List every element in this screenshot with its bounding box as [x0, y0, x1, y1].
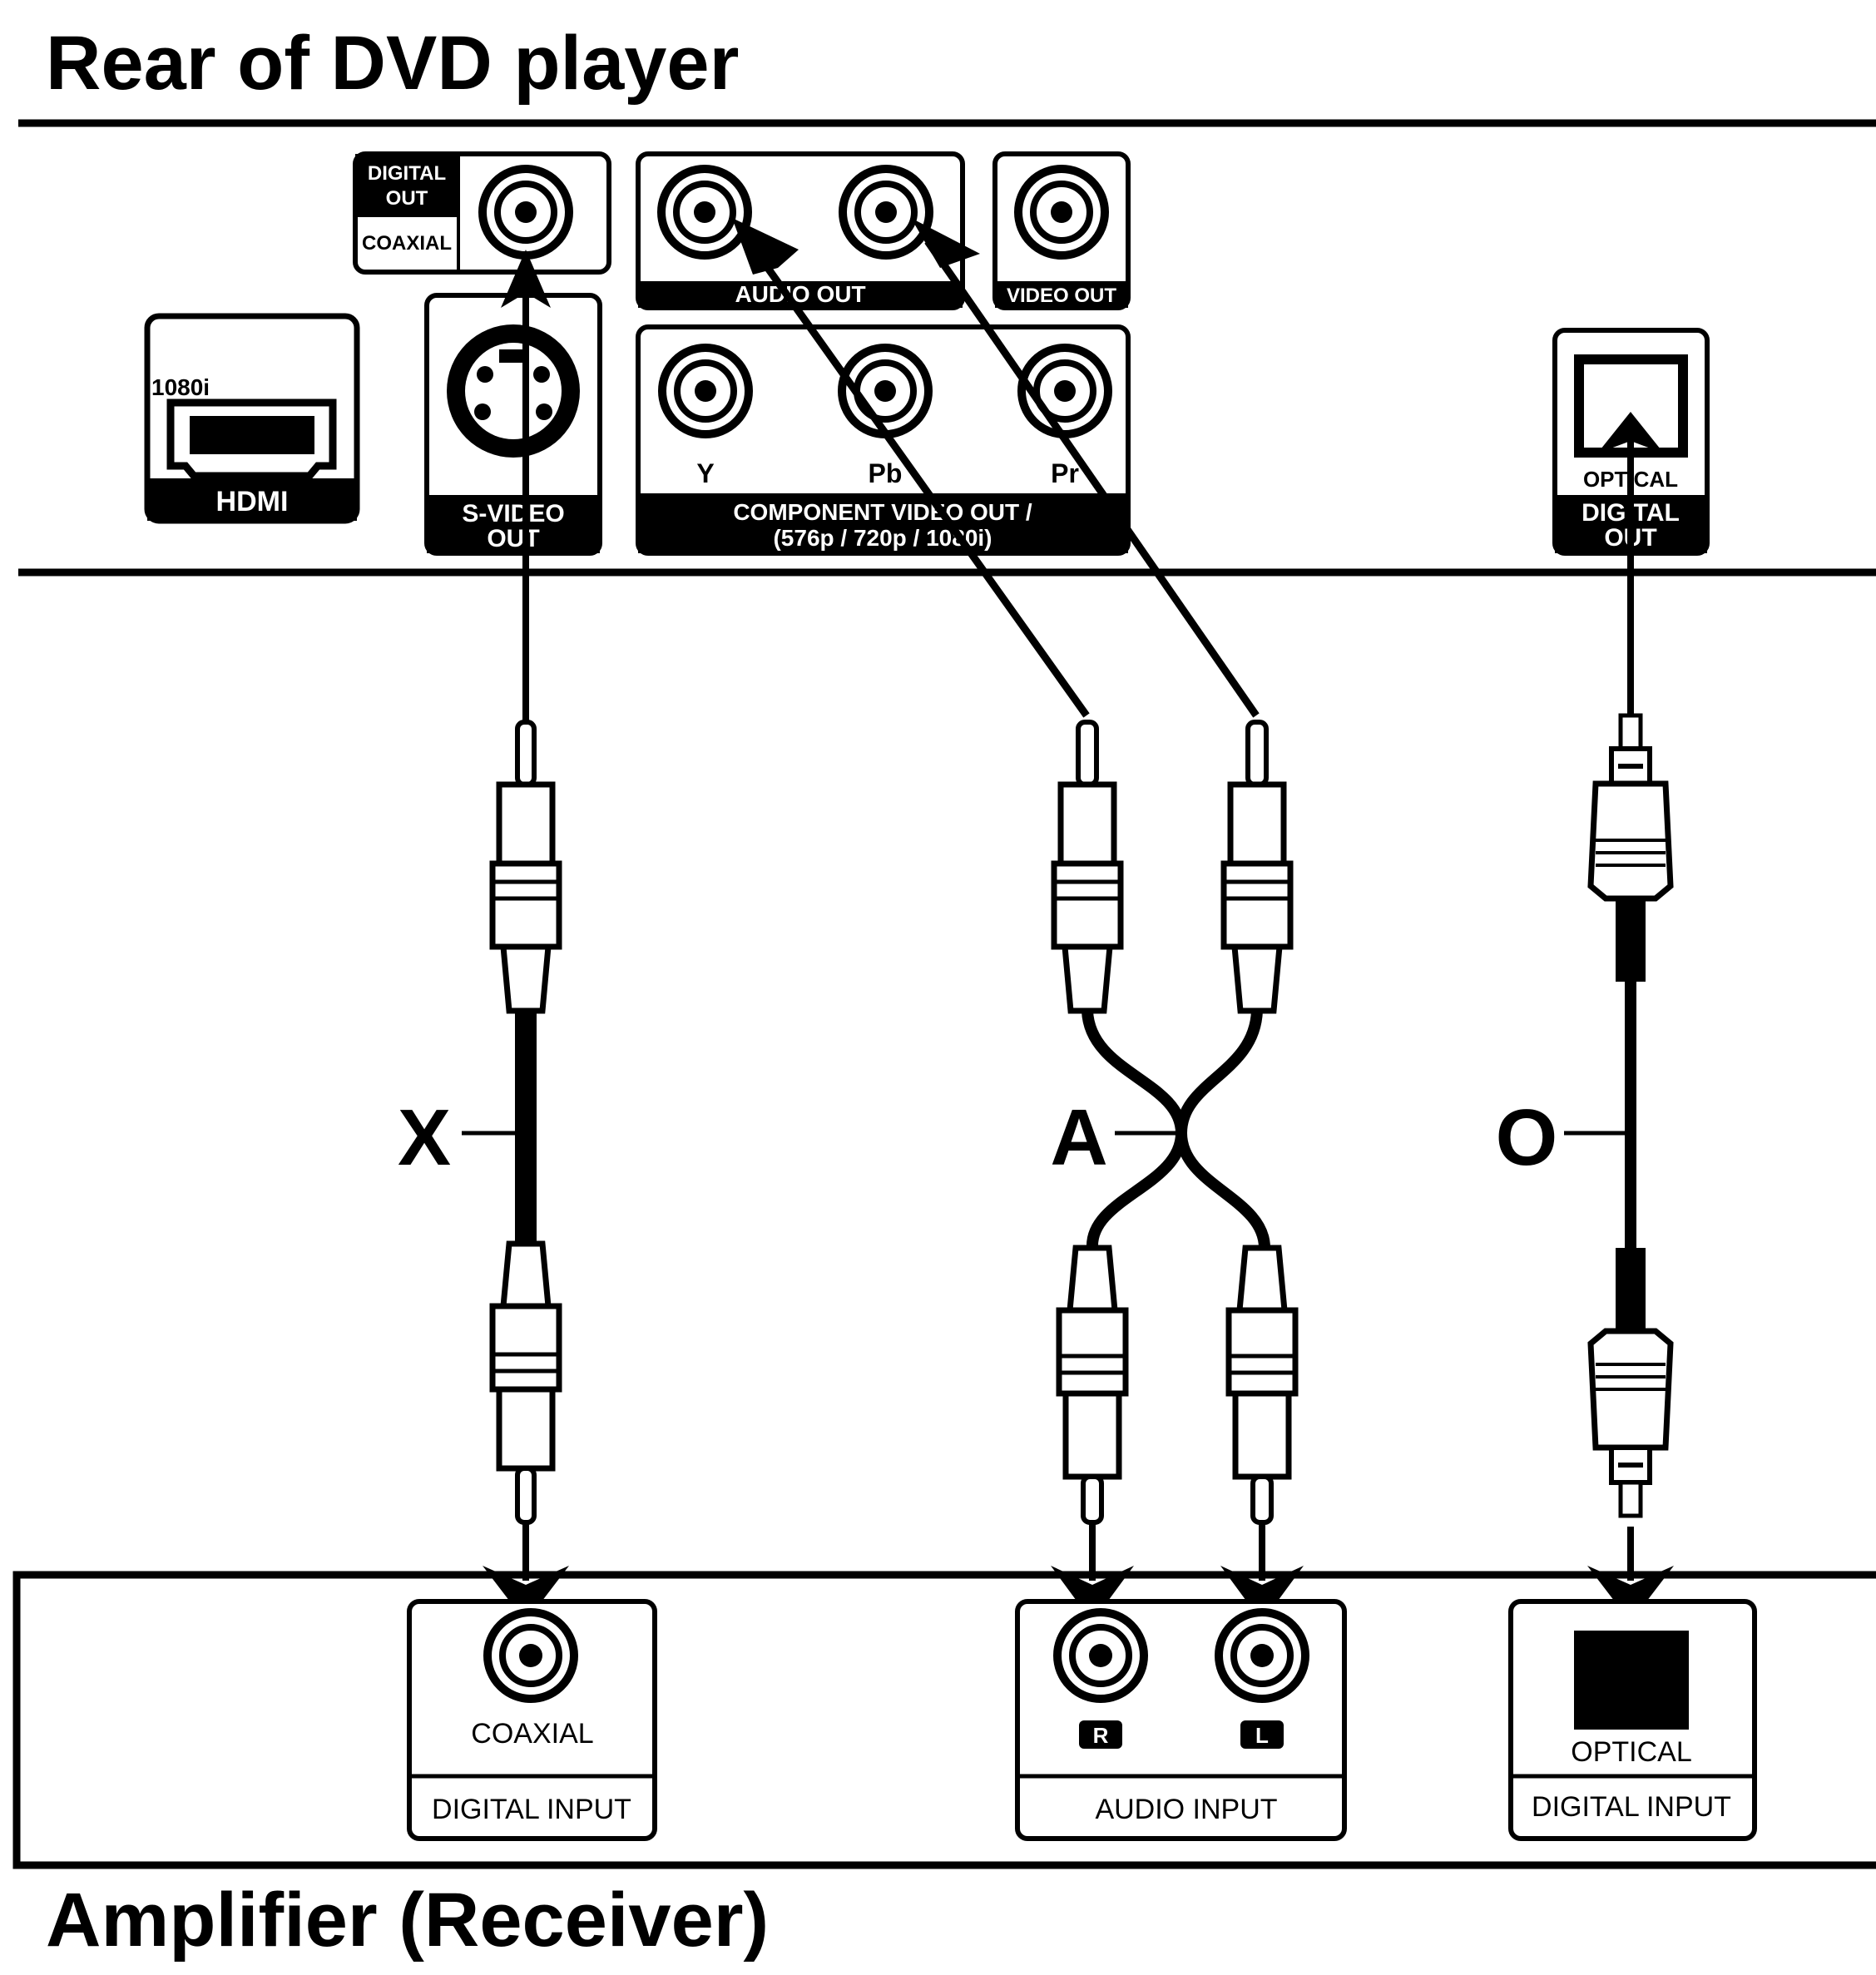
svideo-label-line2: OUT [487, 525, 539, 552]
amplifier-title: Amplifier (Receiver) [46, 1878, 770, 1963]
amp-optical-section-label: DIGITAL INPUT [1532, 1791, 1731, 1823]
amp-optical-input: OPTICAL DIGITAL INPUT [1508, 1599, 1757, 1841]
amp-audio-section-label: AUDIO INPUT [1095, 1794, 1277, 1825]
video-out-label: VIDEO OUT [1007, 285, 1116, 307]
amp-audio-r-label: R [1093, 1723, 1109, 1748]
svideo-label-line1: S-VIDEO [462, 500, 564, 527]
component-video-port: Y Pb Pr COMPONENT VIDEO OUT / (576p / 72… [636, 324, 1131, 556]
cable-o-label: O [1496, 1093, 1558, 1182]
amplifier-panel [12, 1571, 1876, 1869]
dvd-rear-title: Rear of DVD player [46, 21, 740, 106]
component-pb-label: Pb [869, 458, 903, 488]
video-out-port: VIDEO OUT [992, 151, 1131, 310]
coaxial-cable: X [398, 250, 569, 1622]
amp-audio-input: R L AUDIO INPUT [1015, 1599, 1347, 1841]
hdmi-label: HDMI [216, 486, 289, 517]
amp-coaxial-input: COAXIAL DIGITAL INPUT [407, 1599, 657, 1841]
digital-out-label-line2: OUT [386, 187, 428, 210]
component-label-line1: COMPONENT VIDEO OUT / [733, 499, 1032, 525]
component-y-label: Y [696, 458, 714, 488]
amp-audio-l-label: L [1255, 1723, 1269, 1748]
coaxial-out-label: COAXIAL [362, 232, 452, 255]
amp-optical-label: OPTICAL [1571, 1736, 1691, 1768]
hdmi-resolution-label: 1080i [151, 374, 210, 400]
amp-coaxial-section-label: DIGITAL INPUT [432, 1794, 631, 1825]
optical-cable: O [1496, 412, 1674, 1622]
digital-out-coaxial-port: DIGITAL OUT COAXIAL [353, 151, 611, 275]
audio-cable: A [732, 218, 1304, 1622]
component-pr-label: Pr [1051, 458, 1079, 488]
cable-x-label: X [398, 1093, 451, 1182]
svideo-out-port: S-VIDEO OUT [424, 293, 602, 556]
audio-out-label: AUDIO OUT [735, 281, 865, 307]
digital-out-label-line1: DIGITAL [368, 162, 446, 185]
cable-a-label: A [1050, 1093, 1107, 1182]
amp-coaxial-label: COAXIAL [471, 1718, 593, 1750]
audio-out-port: AUDIO OUT [636, 151, 965, 310]
hdmi-port: 1080i HDMI [144, 313, 360, 524]
